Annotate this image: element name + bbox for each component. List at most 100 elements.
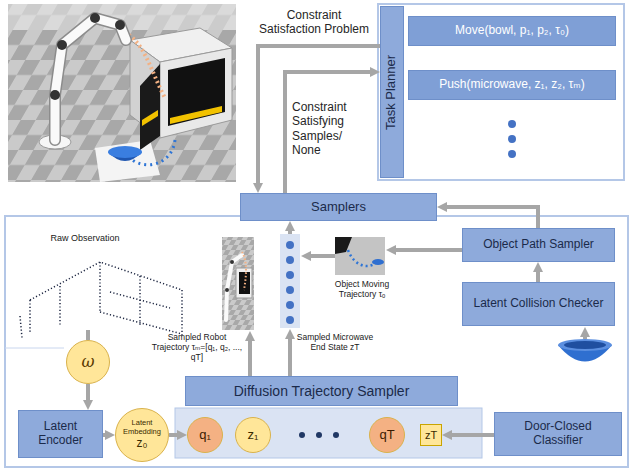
bowl-picture bbox=[558, 339, 612, 362]
node-text: Latent Encoder bbox=[24, 420, 97, 448]
flow-arrow bbox=[288, 335, 292, 376]
robot-scene bbox=[50, 90, 60, 100]
node-text: zT bbox=[425, 429, 437, 442]
robot-scene bbox=[168, 58, 225, 126]
sample-column bbox=[280, 234, 300, 328]
point-cloud bbox=[139, 276, 141, 326]
object-thumbnail bbox=[335, 237, 385, 275]
flow-arrow bbox=[86, 384, 90, 404]
robot-thumbnail bbox=[225, 288, 229, 292]
text-group: Latent Encoder bbox=[24, 420, 97, 448]
sample-column bbox=[286, 301, 294, 309]
robot-scene bbox=[170, 106, 222, 124]
robot-scene bbox=[95, 140, 160, 182]
text-group: zT bbox=[425, 429, 437, 442]
object-thumbnail bbox=[335, 237, 385, 275]
flow-arrow bbox=[583, 333, 587, 339]
node-text: ω bbox=[81, 353, 94, 371]
sample-column bbox=[286, 316, 294, 324]
flow-arrow bbox=[285, 72, 374, 193]
node-text: z₀ bbox=[137, 437, 148, 451]
process-box: Latent Collision Checker bbox=[462, 282, 615, 326]
object-thumbnail bbox=[372, 259, 384, 265]
ellipsis-dots bbox=[508, 120, 516, 128]
flow-arrow bbox=[258, 46, 380, 187]
node-text: Move(bowl, p₁, p₂, τ₀) bbox=[455, 24, 569, 38]
robot-thumbnail bbox=[222, 237, 254, 330]
text-group: Push(microwave, z₁, z₂, τₘ) bbox=[439, 78, 585, 92]
robot-scene bbox=[55, 18, 126, 140]
robot-scene bbox=[55, 18, 126, 140]
state-circle: qT bbox=[369, 417, 405, 453]
robot-thumbnail bbox=[222, 237, 254, 330]
node-text: Task Planner bbox=[385, 54, 400, 129]
frame bbox=[5, 216, 628, 467]
text-group: Door-Closed Classifier bbox=[500, 420, 616, 448]
object-thumbnail bbox=[348, 250, 377, 266]
robot-scene bbox=[90, 13, 100, 23]
text-group: z₁ bbox=[248, 428, 259, 443]
ellipsis-dots bbox=[508, 135, 516, 143]
sequence-band bbox=[299, 432, 305, 438]
flow-arrow bbox=[248, 337, 252, 376]
text-group: Move(bowl, p₁, p₂, τ₀) bbox=[455, 24, 569, 38]
robot-scene bbox=[142, 110, 158, 126]
node-text: q₁ bbox=[199, 428, 211, 443]
text-group: Object Path Sampler bbox=[483, 238, 594, 252]
bowl-picture bbox=[558, 339, 612, 351]
sample-column bbox=[280, 234, 300, 328]
robot-scene bbox=[57, 40, 67, 50]
point-cloud bbox=[29, 300, 31, 332]
text-group: Latent Collision Checker bbox=[473, 297, 603, 311]
ellipsis-dots bbox=[508, 150, 516, 158]
sequence-band bbox=[316, 432, 322, 438]
node-text: Diffusion Trajectory Sampler bbox=[234, 383, 410, 399]
robot-thumbnail bbox=[236, 268, 252, 298]
sample-column bbox=[286, 241, 294, 249]
state-circle: q₁ bbox=[187, 417, 223, 453]
point-cloud bbox=[30, 262, 182, 300]
node-text: z₁ bbox=[248, 428, 259, 443]
state-square: zT bbox=[420, 424, 442, 446]
flow-arrow bbox=[392, 248, 462, 252]
robot-scene bbox=[8, 4, 236, 182]
process-box: Samplers bbox=[240, 193, 437, 221]
robot-scene bbox=[108, 146, 142, 158]
flow-arrow bbox=[288, 227, 292, 234]
process-box: Door-Closed Classifier bbox=[494, 412, 622, 456]
flow-arrow bbox=[86, 330, 90, 340]
text-group: Diffusion Trajectory Sampler bbox=[234, 383, 410, 399]
annotation-label: Raw Observation bbox=[40, 233, 130, 244]
planner-bar: Task Planner bbox=[380, 6, 404, 178]
robot-scene bbox=[160, 48, 232, 138]
point-cloud bbox=[110, 292, 170, 308]
point-cloud bbox=[181, 290, 183, 336]
annotation-label: Sampled Microwave End State zT bbox=[296, 332, 374, 352]
robot-scene bbox=[8, 4, 236, 30]
flow-arrow bbox=[443, 207, 538, 228]
node-text: Door-Closed Classifier bbox=[500, 420, 616, 448]
point-cloud bbox=[100, 312, 182, 334]
text-group: ω bbox=[81, 353, 94, 371]
process-box: Object Path Sampler bbox=[462, 228, 615, 262]
flow-arrow bbox=[169, 433, 181, 437]
point-cloud bbox=[20, 316, 22, 338]
bowl-picture bbox=[564, 341, 606, 349]
sample-column bbox=[286, 286, 294, 294]
state-circle: z₁ bbox=[235, 417, 271, 453]
node-text: Push(microwave, z₁, z₂, τₘ) bbox=[439, 78, 585, 92]
node-text: qT bbox=[379, 428, 394, 443]
robot-thumbnail bbox=[242, 252, 246, 290]
point-cloud bbox=[59, 286, 61, 326]
sequence-band bbox=[175, 408, 482, 458]
action-box: Move(bowl, p₁, p₂, τ₀) bbox=[408, 16, 616, 46]
frame bbox=[378, 4, 624, 180]
flow-arrow bbox=[536, 268, 540, 282]
text-group: Latent Embeddingz₀ bbox=[118, 419, 166, 450]
flow-arrow bbox=[103, 433, 109, 437]
node-text: Object Path Sampler bbox=[483, 238, 594, 252]
robot-scene bbox=[115, 20, 125, 30]
node-text: Latent Collision Checker bbox=[473, 297, 603, 311]
robot-thumbnail bbox=[226, 255, 242, 320]
